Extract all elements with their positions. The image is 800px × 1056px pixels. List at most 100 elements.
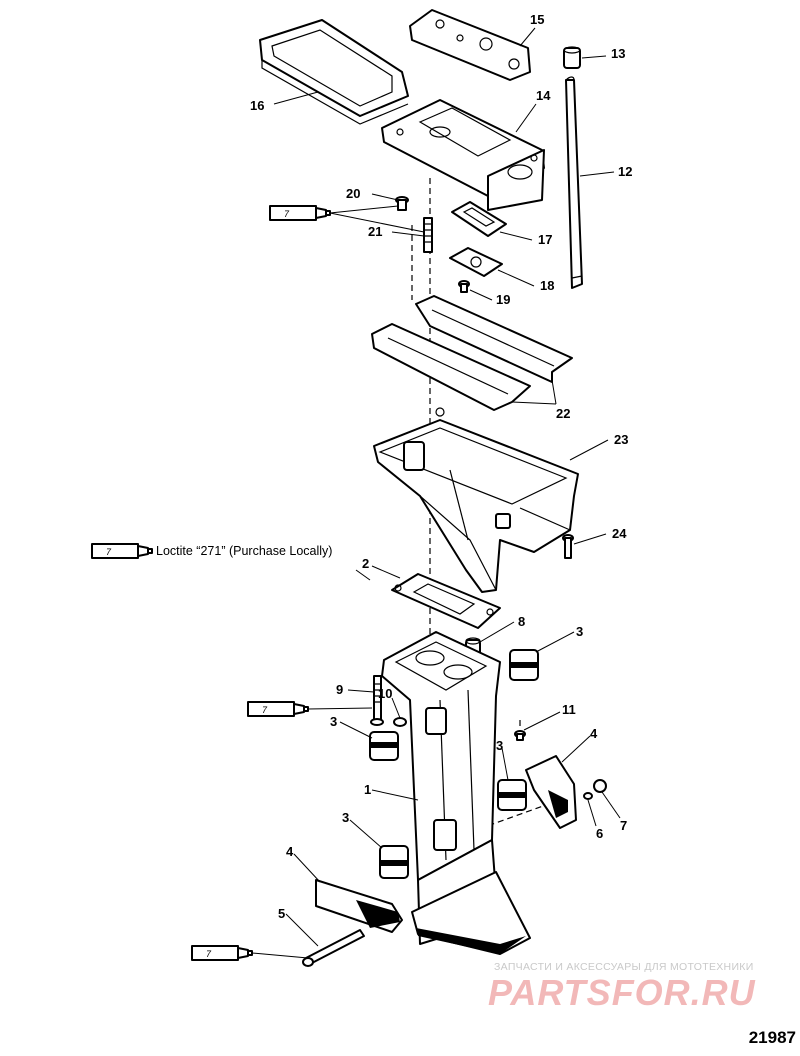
callout-11: 11 bbox=[562, 702, 576, 717]
stud-21 bbox=[423, 217, 433, 253]
leader-24 bbox=[573, 533, 607, 545]
watermark-tagline: ЗАПЧАСТИ И АКСЕССУАРЫ ДЛЯ МОТОТЕХНИКИ bbox=[494, 961, 754, 973]
callout-5: 5 bbox=[278, 906, 285, 921]
callout-17: 17 bbox=[538, 232, 552, 247]
callout-4a: 4 bbox=[590, 726, 598, 741]
callout-13: 13 bbox=[611, 46, 625, 61]
tube-number: 7 bbox=[262, 705, 268, 715]
leader-22 bbox=[511, 379, 557, 405]
callout-3d: 3 bbox=[342, 810, 349, 825]
leader-23 bbox=[569, 439, 609, 461]
leader-3b bbox=[339, 721, 373, 739]
tube-number: 7 bbox=[206, 949, 212, 959]
leader-19 bbox=[469, 289, 493, 301]
callout-3b: 3 bbox=[330, 714, 337, 729]
leader-10 bbox=[391, 697, 401, 719]
leader-15 bbox=[519, 27, 536, 47]
sealant-leader bbox=[329, 205, 425, 233]
adapter-plate-14 bbox=[381, 99, 545, 211]
leader-9 bbox=[347, 689, 375, 693]
figure-id: 21987 bbox=[748, 1028, 796, 1047]
leader-20 bbox=[371, 193, 399, 201]
rubber-mount-3c bbox=[497, 779, 527, 811]
callout-8: 8 bbox=[518, 614, 525, 629]
callout-6: 6 bbox=[596, 826, 603, 841]
leader-4b bbox=[293, 853, 321, 883]
callout-22: 22 bbox=[556, 406, 570, 421]
callout-3c: 3 bbox=[496, 738, 503, 753]
callout-20: 20 bbox=[346, 186, 360, 201]
grommet-13 bbox=[563, 46, 581, 69]
screw-20 bbox=[395, 196, 409, 211]
sealant-tube-icon: 7 bbox=[191, 945, 253, 961]
callout-14: 14 bbox=[536, 88, 551, 103]
leader-1 bbox=[371, 789, 419, 801]
screw-19 bbox=[458, 280, 470, 293]
gasket-2 bbox=[391, 573, 501, 629]
nut-7 bbox=[593, 779, 607, 793]
callout-21: 21 bbox=[368, 224, 382, 239]
tube-number: 7 bbox=[284, 209, 290, 219]
rubber-mount-3d bbox=[379, 845, 409, 879]
leader-note bbox=[355, 569, 371, 581]
gasket-22 bbox=[371, 295, 573, 417]
leader-3d bbox=[349, 819, 383, 849]
callout-2: 2 bbox=[362, 556, 369, 571]
mount-bracket-4a bbox=[525, 755, 577, 829]
leader-21 bbox=[391, 231, 425, 237]
bolt-5 bbox=[302, 929, 365, 967]
leader-6 bbox=[587, 799, 597, 827]
washer-6 bbox=[583, 792, 593, 800]
callout-12: 12 bbox=[618, 164, 632, 179]
leader-12 bbox=[579, 171, 615, 177]
leader-3c bbox=[501, 747, 509, 781]
rubber-mount-3a bbox=[509, 649, 539, 681]
callout-18: 18 bbox=[540, 278, 554, 293]
leader-8 bbox=[479, 621, 515, 643]
leader-5 bbox=[285, 913, 319, 947]
callout-23: 23 bbox=[614, 432, 628, 447]
leader-3a bbox=[535, 631, 575, 653]
water-tube-12 bbox=[565, 76, 583, 289]
leader-4a bbox=[561, 735, 591, 763]
loctite-note: Loctite “271” (Purchase Locally) bbox=[156, 544, 332, 558]
driveshaft-housing-23 bbox=[373, 419, 579, 593]
watermark-logo: PARTSFOR.RU bbox=[488, 972, 756, 1013]
mount-bracket-4b bbox=[315, 879, 403, 933]
leader-17 bbox=[499, 231, 533, 241]
leader-11 bbox=[523, 711, 561, 731]
bolt-9 bbox=[370, 675, 384, 726]
callout-4b: 4 bbox=[286, 844, 294, 859]
leader-16 bbox=[273, 91, 319, 105]
gasket-17 bbox=[451, 201, 507, 237]
screw-11 bbox=[514, 730, 526, 741]
sealant-leader bbox=[307, 707, 373, 710]
seal-ring-16 bbox=[259, 19, 409, 125]
sealant-tube-icon: 7 bbox=[91, 543, 153, 559]
callout-10: 10 bbox=[378, 686, 392, 701]
plate-18 bbox=[449, 247, 503, 277]
leader-7 bbox=[601, 791, 621, 819]
leader-18 bbox=[497, 269, 535, 287]
sealant-leader bbox=[251, 952, 309, 959]
callout-16: 16 bbox=[250, 98, 264, 113]
callout-7: 7 bbox=[620, 818, 627, 833]
tube-number: 7 bbox=[106, 547, 112, 557]
washer-10 bbox=[393, 717, 407, 727]
callout-15: 15 bbox=[530, 12, 544, 27]
callout-1: 1 bbox=[364, 782, 371, 797]
sealant-tube-icon: 7 bbox=[269, 205, 331, 221]
callout-9: 9 bbox=[336, 682, 343, 697]
callout-24: 24 bbox=[612, 526, 627, 541]
leader-13 bbox=[581, 55, 607, 59]
sealant-tube-icon: 7 bbox=[247, 701, 309, 717]
leader-14 bbox=[515, 103, 537, 133]
leader-2 bbox=[371, 565, 401, 579]
bolt-24 bbox=[562, 534, 574, 559]
callout-3a: 3 bbox=[576, 624, 583, 639]
gasket-15 bbox=[409, 9, 531, 81]
driveshaft-housing-1 bbox=[381, 631, 531, 955]
rubber-mount-3b bbox=[369, 731, 399, 761]
callout-19: 19 bbox=[496, 292, 510, 307]
